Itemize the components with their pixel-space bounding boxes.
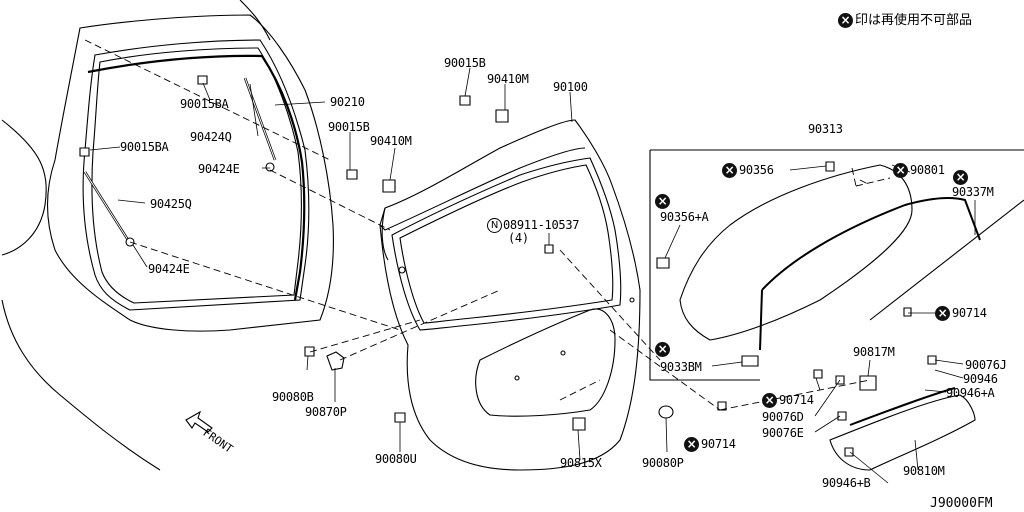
part-label-qty: (4): [508, 231, 529, 245]
x-mark-icon: ×: [935, 306, 950, 321]
part-number: 08911-10537: [503, 218, 580, 232]
fasteners-left: [80, 76, 673, 430]
part-label-90410M-2[interactable]: 90410M: [370, 134, 412, 148]
weatherstrip: [88, 56, 304, 300]
legend-text: 印は再使用不可部品: [855, 13, 973, 28]
part-label-90424E[interactable]: 90424E: [198, 162, 240, 176]
part-label-90424E-2[interactable]: 90424E: [148, 262, 190, 276]
part-label-90076D[interactable]: 90076D: [762, 410, 804, 424]
part-label-90946[interactable]: 90946: [963, 372, 998, 386]
part-label-90817M[interactable]: 90817M: [853, 345, 895, 359]
part-label-90810M[interactable]: 90810M: [903, 464, 945, 478]
part-label-90946B[interactable]: 90946+B: [822, 476, 871, 490]
part-label-90356A-number[interactable]: 90356+A: [660, 210, 709, 224]
part-label-9033BM[interactable]: ×: [655, 342, 672, 357]
back-door-panel: [380, 120, 640, 470]
x-mark-icon: ×: [838, 13, 853, 28]
part-label-9033BM-number[interactable]: 9033BM: [660, 360, 702, 374]
part-label-90425Q[interactable]: 90425Q: [150, 197, 192, 211]
part-label-90946A[interactable]: 90946+A: [946, 386, 995, 400]
part-label-90080U[interactable]: 90080U: [375, 452, 417, 466]
part-label-90015B-2[interactable]: 90015B: [328, 120, 370, 134]
part-number: 90714: [701, 437, 736, 451]
part-label-90870P[interactable]: 90870P: [305, 405, 347, 419]
part-label-90356A[interactable]: ×: [655, 194, 672, 209]
callout-lines: [90, 68, 975, 483]
x-mark-icon: ×: [893, 163, 908, 178]
part-label-90313[interactable]: 90313: [808, 122, 843, 136]
part-label-90410M[interactable]: 90410M: [487, 72, 529, 86]
part-label-90714-3[interactable]: ×90714: [684, 437, 736, 452]
x-mark-icon: ×: [655, 194, 670, 209]
damper-stays: [85, 78, 275, 240]
part-label-90076E[interactable]: 90076E: [762, 426, 804, 440]
part-number: 90714: [952, 306, 987, 320]
part-number: 90714: [779, 393, 814, 407]
legend: ×印は再使用不可部品: [838, 9, 972, 28]
part-label-90080B[interactable]: 90080B: [272, 390, 314, 404]
part-label-90100[interactable]: 90100: [553, 80, 588, 94]
n-mark-icon: N: [487, 218, 502, 233]
part-number: 90356: [739, 163, 774, 177]
part-label-90080P[interactable]: 90080P: [642, 456, 684, 470]
part-label-90714[interactable]: ×90714: [935, 306, 987, 321]
part-number: 90801: [910, 163, 945, 177]
x-mark-icon: ×: [722, 163, 737, 178]
x-mark-icon: ×: [655, 342, 670, 357]
part-label-90424Q[interactable]: 90424Q: [190, 130, 232, 144]
part-label-90801[interactable]: ×90801: [893, 163, 945, 178]
part-label-90815X[interactable]: 90815X: [560, 456, 602, 470]
x-mark-icon: ×: [684, 437, 699, 452]
diagram-code: J90000FM: [930, 496, 993, 511]
part-label-90210[interactable]: 90210: [330, 95, 365, 109]
leader-lines: [85, 40, 890, 410]
x-mark-icon: ×: [762, 393, 777, 408]
part-label-90076J[interactable]: 90076J: [965, 358, 1007, 372]
part-label-90015BA-2[interactable]: 90015BA: [120, 140, 169, 154]
front-arrow-icon: [186, 412, 212, 432]
part-label-90714-2[interactable]: ×90714: [762, 393, 814, 408]
part-label-90015BA[interactable]: 90015BA: [180, 97, 229, 111]
part-label-90337M-number[interactable]: 90337M: [952, 185, 994, 199]
part-label-90337M[interactable]: ×: [953, 170, 970, 185]
part-label-90015B[interactable]: 90015B: [444, 56, 486, 70]
spoiler-box: [650, 150, 1024, 410]
part-label-90356[interactable]: ×90356: [722, 163, 774, 178]
x-mark-icon: ×: [953, 170, 968, 185]
rear-finisher: [830, 356, 975, 470]
